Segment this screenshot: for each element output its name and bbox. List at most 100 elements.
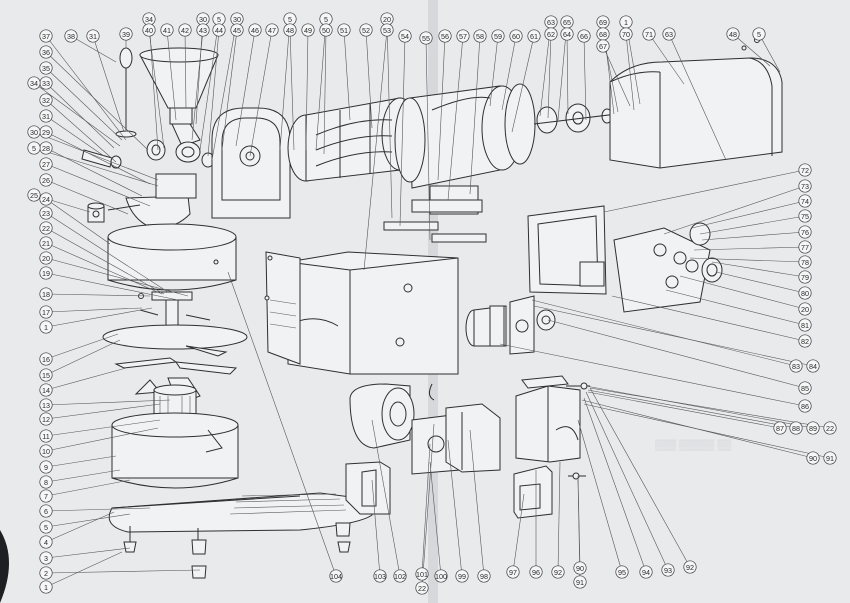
leader-line-5 bbox=[315, 18, 327, 151]
leader-line-54 bbox=[399, 35, 406, 227]
callout-number: 5 bbox=[217, 15, 221, 24]
callout-number: 2 bbox=[44, 569, 48, 578]
callout-number: 28 bbox=[42, 144, 50, 153]
callout-5: 5 bbox=[212, 12, 226, 26]
leader-line-5 bbox=[279, 18, 291, 151]
callout-85: 85 bbox=[798, 381, 812, 395]
callout-22: 22 bbox=[415, 581, 429, 595]
callout-number: 103 bbox=[374, 572, 386, 581]
callout-number: 100 bbox=[435, 572, 447, 581]
callout-number: 31 bbox=[89, 32, 97, 41]
leader-line-17 bbox=[45, 307, 143, 313]
callout-circle bbox=[39, 412, 53, 426]
leader-line-84 bbox=[533, 305, 814, 367]
callout-60: 60 bbox=[509, 29, 523, 43]
callout-number: 48 bbox=[286, 26, 294, 35]
callout-number: 60 bbox=[512, 32, 520, 41]
callout-number: 4 bbox=[44, 538, 48, 547]
cooling-trough-door bbox=[107, 173, 197, 228]
callout-number: 74 bbox=[801, 197, 809, 206]
callout-circle bbox=[39, 551, 53, 565]
callout-circle bbox=[560, 27, 574, 41]
callout-5: 5 bbox=[39, 520, 53, 534]
callout-circle bbox=[798, 179, 812, 193]
leader-line-49 bbox=[305, 29, 309, 151]
leader-line-23 bbox=[45, 212, 169, 293]
leader-line-86 bbox=[499, 343, 806, 407]
callout-91: 91 bbox=[823, 451, 837, 465]
leader-lines bbox=[33, 18, 831, 589]
callout-65: 65 bbox=[560, 15, 574, 29]
callout-number: 11 bbox=[42, 432, 49, 441]
callout-14: 14 bbox=[39, 383, 53, 397]
callout-number: 85 bbox=[801, 384, 809, 393]
callout-circle bbox=[39, 504, 53, 518]
callout-95: 95 bbox=[615, 565, 629, 579]
callout-circle bbox=[39, 566, 53, 580]
callout-circle bbox=[806, 421, 820, 435]
callout-circle bbox=[798, 194, 812, 208]
callout-number: 16 bbox=[42, 355, 50, 364]
callout-19: 19 bbox=[39, 266, 53, 280]
leader-line-82 bbox=[611, 295, 806, 342]
leader-line-10 bbox=[45, 427, 159, 452]
callout-number: 78 bbox=[801, 258, 809, 267]
callout-9: 9 bbox=[39, 460, 53, 474]
leader-line-76 bbox=[701, 231, 806, 241]
callout-92: 92 bbox=[683, 560, 697, 574]
callout-20: 20 bbox=[798, 302, 812, 316]
callout-number: 77 bbox=[801, 243, 809, 252]
leader-line-5 bbox=[199, 18, 220, 151]
leader-line-77 bbox=[693, 246, 806, 251]
callout-circle bbox=[380, 23, 394, 37]
leader-line-41 bbox=[166, 29, 177, 121]
callout-number: 22 bbox=[42, 224, 50, 233]
callout-circle bbox=[27, 76, 41, 90]
callout-number: 35 bbox=[42, 64, 50, 73]
callout-58: 58 bbox=[473, 29, 487, 43]
callout-number: 93 bbox=[664, 566, 672, 575]
callout-2: 2 bbox=[39, 566, 53, 580]
callout-circle bbox=[798, 270, 812, 284]
callout-circle bbox=[39, 535, 53, 549]
callout-5: 5 bbox=[27, 141, 41, 155]
leader-line-24 bbox=[45, 198, 111, 245]
leader-line-75 bbox=[699, 215, 806, 235]
callout-circle bbox=[789, 359, 803, 373]
callout-103: 103 bbox=[373, 569, 387, 583]
callout-number: 21 bbox=[42, 239, 50, 248]
sight-glass-ring bbox=[146, 139, 166, 161]
callout-number: 48 bbox=[729, 30, 737, 39]
callout-80: 80 bbox=[798, 286, 812, 300]
callout-24: 24 bbox=[39, 192, 53, 206]
callout-circle bbox=[39, 61, 53, 75]
callout-circle bbox=[506, 565, 520, 579]
callout-101: 101 bbox=[415, 567, 429, 581]
callout-number: 98 bbox=[480, 572, 488, 581]
callout-43: 43 bbox=[196, 23, 210, 37]
callout-circle bbox=[39, 305, 53, 319]
callout-number: 89 bbox=[809, 424, 817, 433]
callout-1: 1 bbox=[39, 320, 53, 334]
callout-number: 6 bbox=[44, 507, 48, 516]
callout-circle bbox=[39, 383, 53, 397]
leader-line-5 bbox=[33, 147, 159, 187]
leader-line-44 bbox=[207, 29, 220, 157]
callout-number: 101 bbox=[416, 570, 428, 579]
callout-number: 90 bbox=[576, 564, 584, 573]
callout-41: 41 bbox=[160, 23, 174, 37]
leader-line-19 bbox=[45, 272, 179, 301]
callout-16: 16 bbox=[39, 352, 53, 366]
callout-20: 20 bbox=[380, 12, 394, 26]
callout-number: 84 bbox=[809, 362, 817, 371]
leveling-foot bbox=[191, 565, 207, 579]
leader-line-11 bbox=[45, 419, 161, 437]
callout-54: 54 bbox=[398, 29, 412, 43]
callout-circle bbox=[39, 109, 53, 123]
callout-number: 62 bbox=[547, 30, 555, 39]
callout-circle bbox=[39, 251, 53, 265]
callout-number: 104 bbox=[330, 572, 342, 581]
caster-feet bbox=[123, 522, 351, 555]
leader-line-20 bbox=[386, 18, 393, 219]
leader-line-37 bbox=[45, 35, 127, 141]
